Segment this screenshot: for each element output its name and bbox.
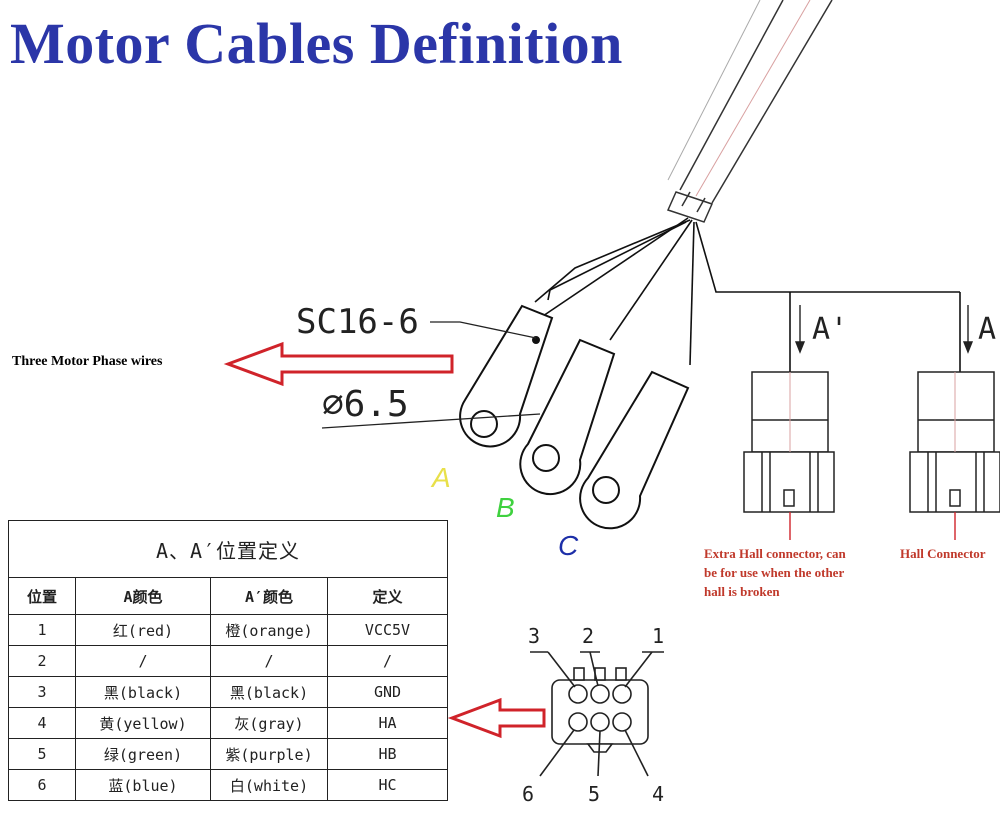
direction-markers <box>794 305 974 354</box>
table-cell: 6 <box>8 769 76 801</box>
table-row: 4 黄(yellow) 灰(gray) HA <box>8 707 448 739</box>
page-title: Motor Cables Definition <box>10 11 623 76</box>
table-cell: HA <box>327 707 448 739</box>
column-header: 位置 <box>8 577 76 615</box>
pin-number-label: 3 <box>528 624 541 648</box>
table-cell: 黑(black) <box>210 676 328 708</box>
ring-lug-b <box>519 338 616 496</box>
extra-hall-note-line: be for use when the other <box>704 565 845 580</box>
table-cell: 白(white) <box>210 769 328 801</box>
table-cell: 蓝(blue) <box>75 769 211 801</box>
table-cell: VCC5V <box>327 614 448 646</box>
phase-a-label: A <box>432 462 451 493</box>
six-pin-connector <box>530 651 664 777</box>
ring-lug-c <box>579 370 690 530</box>
table-row: 6 蓝(blue) 白(white) HC <box>8 769 448 801</box>
extra-hall-note-line: hall is broken <box>704 584 780 599</box>
column-header: A颜色 <box>75 577 211 615</box>
table-cell: 黄(yellow) <box>75 707 211 739</box>
table-cell: GND <box>327 676 448 708</box>
hall-a-prime-marker: A' <box>812 312 849 347</box>
table-cell: HB <box>327 738 448 770</box>
table-cell: 1 <box>8 614 76 646</box>
table-cell: 5 <box>8 738 76 770</box>
table-cell: 绿(green) <box>75 738 211 770</box>
table-row: 2 / / / <box>8 645 448 677</box>
phase-b-label: B <box>496 492 515 523</box>
diameter-label: ⌀6.5 <box>322 384 409 425</box>
column-header: A′颜色 <box>210 577 328 615</box>
extra-hall-note-line: Extra Hall connector, can <box>704 546 846 561</box>
pin-number-label: 5 <box>588 782 601 806</box>
hall-connector <box>909 371 1000 540</box>
table-cell: 橙(orange) <box>210 614 328 646</box>
pin-definition-table: A、A′位置定义 位置 A颜色 A′颜色 定义 1 红(red) 橙(orang… <box>8 520 448 801</box>
leader-lines <box>321 321 541 429</box>
table-cell: / <box>75 645 211 677</box>
cable-sleeve <box>666 0 833 223</box>
table-cell: 2 <box>8 645 76 677</box>
column-header: 定义 <box>327 577 448 615</box>
pin-number-label: 6 <box>522 782 535 806</box>
hall-a-marker: A <box>978 312 997 347</box>
table-cell: / <box>210 645 328 677</box>
table-cell: 红(red) <box>75 614 211 646</box>
table-cell: 黑(black) <box>75 676 211 708</box>
table-row: 1 红(red) 橙(orange) VCC5V <box>8 614 448 646</box>
part-number-label: SC16-6 <box>296 302 419 342</box>
table-row: 3 黑(black) 黑(black) GND <box>8 676 448 708</box>
phase-arrow <box>223 341 454 387</box>
table-cell: 3 <box>8 676 76 708</box>
pin-number-label: 2 <box>582 624 595 648</box>
table-cell: 紫(purple) <box>210 738 328 770</box>
connector-arrow <box>447 697 546 739</box>
phase-c-label: C <box>558 530 579 561</box>
extra-hall-connector <box>743 371 835 540</box>
table-cell: 4 <box>8 707 76 739</box>
phase-wire-bundle <box>534 217 695 366</box>
hall-wiring <box>695 221 961 372</box>
hall-connector-note: Hall Connector <box>900 546 986 561</box>
pin-number-label: 1 <box>652 624 665 648</box>
table-cell: / <box>327 645 448 677</box>
table-row: 5 绿(green) 紫(purple) HB <box>8 738 448 770</box>
table-cell: 灰(gray) <box>210 707 328 739</box>
table-caption: A、A′位置定义 <box>8 520 448 578</box>
pin-number-label: 4 <box>652 782 665 806</box>
phase-wires-label: Three Motor Phase wires <box>12 354 163 369</box>
table-cell: HC <box>327 769 448 801</box>
extra-hall-note: Extra Hall connector, can be for use whe… <box>704 544 846 601</box>
